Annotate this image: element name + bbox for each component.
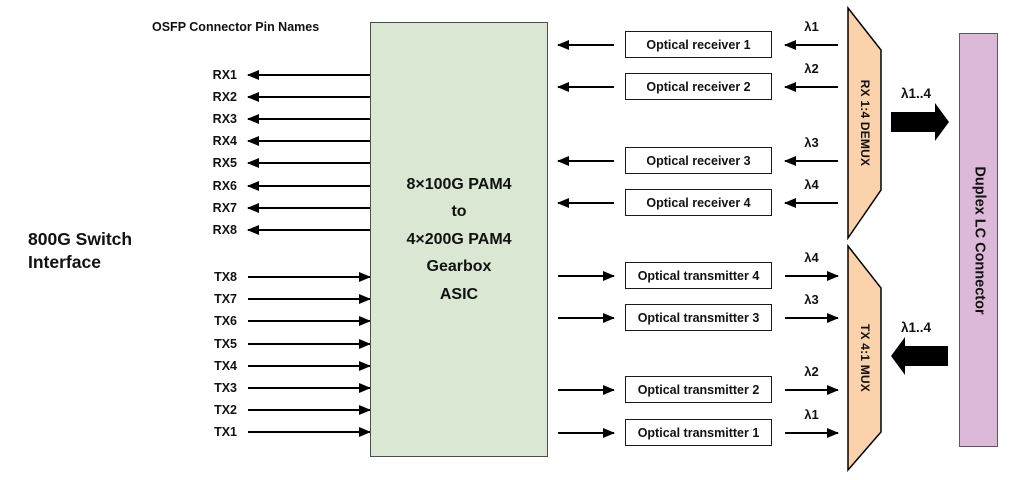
lambda-label: λ4 xyxy=(804,250,819,265)
optical-transmitter-box: Optical transmitter 3 xyxy=(625,304,772,331)
optical-transmitter-row-4: Optical transmitter 4 λ4 xyxy=(556,248,841,290)
arrow-right-icon xyxy=(785,313,839,323)
arrow-left-icon xyxy=(247,136,370,146)
pin-label: TX6 xyxy=(214,314,237,328)
lambda-label: λ4 xyxy=(804,177,819,192)
pin-row-tx5: TX5 xyxy=(150,333,371,355)
arrow-left-icon xyxy=(784,198,838,208)
rx-demux-shape xyxy=(847,5,882,241)
lambda-label: λ1 xyxy=(804,407,819,422)
arrow-left-icon xyxy=(784,40,838,50)
arrow-right-icon xyxy=(248,272,371,282)
pin-label: TX2 xyxy=(214,403,237,417)
pin-row-rx6: RX6 xyxy=(150,175,370,197)
pin-row-tx4: TX4 xyxy=(150,355,371,377)
optical-transmitter-row-2: Optical transmitter 2 λ2 xyxy=(556,362,841,404)
arrow-left-icon xyxy=(247,203,370,213)
pin-row-rx3: RX3 xyxy=(150,108,370,130)
arrow-right-icon xyxy=(248,294,371,304)
pin-row-tx2: TX2 xyxy=(150,399,371,421)
arrow-right-icon xyxy=(248,361,371,371)
pin-row-tx8: TX8 xyxy=(150,266,371,288)
arrow-left-icon xyxy=(247,114,370,124)
lambda-label: λ3 xyxy=(804,292,819,307)
optical-receiver-row-4: Optical receiver 4 λ4 xyxy=(556,175,841,217)
pin-label: TX1 xyxy=(214,425,237,439)
arrow-right-icon xyxy=(248,339,371,349)
arrow-left-icon xyxy=(247,70,370,80)
arrow-right-icon xyxy=(558,385,615,395)
pin-label: RX2 xyxy=(212,90,237,104)
arrow-right-icon xyxy=(558,313,615,323)
arrow-left-icon xyxy=(557,40,614,50)
pin-label: TX5 xyxy=(214,337,237,351)
pin-label: RX6 xyxy=(212,179,237,193)
optical-receiver-box: Optical receiver 1 xyxy=(625,31,772,58)
pin-row-rx7: RX7 xyxy=(150,197,370,219)
arrow-left-icon xyxy=(247,225,370,235)
pin-row-tx3: TX3 xyxy=(150,377,371,399)
pin-label: TX3 xyxy=(214,381,237,395)
optical-transmitter-box: Optical transmitter 2 xyxy=(625,376,772,403)
tx-bus-lambda-label: λ1..4 xyxy=(900,320,932,335)
pin-label: RX5 xyxy=(212,156,237,170)
arrow-right-icon xyxy=(248,427,371,437)
pin-label: TX7 xyxy=(214,292,237,306)
lambda-label: λ1 xyxy=(804,19,819,34)
pin-row-rx8: RX8 xyxy=(150,219,370,241)
arrow-right-icon xyxy=(248,405,371,415)
arrow-left-icon xyxy=(557,198,614,208)
arrow-left-icon xyxy=(247,158,370,168)
arrow-left-icon xyxy=(247,92,370,102)
switch-interface-label: 800G Switch Interface xyxy=(28,229,133,273)
lambda-label: λ2 xyxy=(804,61,819,76)
optical-transmitter-box: Optical transmitter 4 xyxy=(625,262,772,289)
lambda-label: λ2 xyxy=(804,364,819,379)
pin-label: TX8 xyxy=(214,270,237,284)
optical-transmitter-box: Optical transmitter 1 xyxy=(625,419,772,446)
arrow-right-icon xyxy=(248,316,371,326)
arrow-left-icon xyxy=(557,156,614,166)
arrow-left-icon xyxy=(557,82,614,92)
arrow-left-icon xyxy=(247,181,370,191)
optical-receiver-box: Optical receiver 3 xyxy=(625,147,772,174)
arrow-right-icon xyxy=(785,428,839,438)
pin-row-rx2: RX2 xyxy=(150,86,370,108)
pin-label: RX3 xyxy=(212,112,237,126)
rx-bus-lambda-label: λ1..4 xyxy=(900,86,932,101)
arrow-right-icon xyxy=(785,385,839,395)
pin-row-tx6: TX6 xyxy=(150,310,371,332)
optical-receiver-box: Optical receiver 2 xyxy=(625,73,772,100)
pin-label: RX8 xyxy=(212,223,237,237)
thick-arrow-left-icon xyxy=(891,337,949,375)
optical-transmitter-row-1: Optical transmitter 1 λ1 xyxy=(556,405,841,447)
optical-transmitter-row-3: Optical transmitter 3 λ3 xyxy=(556,290,841,332)
arrow-right-icon xyxy=(785,271,839,281)
pin-row-tx1: TX1 xyxy=(150,421,371,443)
osfp-pin-names-title: OSFP Connector Pin Names xyxy=(152,20,320,34)
pin-label: RX1 xyxy=(212,68,237,82)
pin-row-tx7: TX7 xyxy=(150,288,371,310)
arrow-left-icon xyxy=(784,82,838,92)
pin-label: RX7 xyxy=(212,201,237,215)
gearbox-asic-box: 8×100G PAM4 to 4×200G PAM4 Gearbox ASIC xyxy=(370,22,548,457)
optical-receiver-box: Optical receiver 4 xyxy=(625,189,772,216)
arrow-left-icon xyxy=(784,156,838,166)
optical-receiver-row-2: Optical receiver 2 λ2 xyxy=(556,59,841,101)
arrow-right-icon xyxy=(558,428,615,438)
lambda-label: λ3 xyxy=(804,135,819,150)
pin-row-rx4: RX4 xyxy=(150,130,370,152)
tx-mux-shape xyxy=(847,243,882,473)
pin-row-rx5: RX5 xyxy=(150,152,370,174)
arrow-right-icon xyxy=(248,383,371,393)
arrow-right-icon xyxy=(558,271,615,281)
duplex-lc-connector-box xyxy=(959,33,998,447)
pin-label: TX4 xyxy=(214,359,237,373)
optical-receiver-row-3: Optical receiver 3 λ3 xyxy=(556,133,841,175)
thick-arrow-right-icon xyxy=(891,103,949,141)
mux-demux-shapes xyxy=(847,5,882,473)
pin-label: RX4 xyxy=(212,134,237,148)
pin-row-rx1: RX1 xyxy=(150,64,370,86)
optical-receiver-row-1: Optical receiver 1 λ1 xyxy=(556,17,841,59)
